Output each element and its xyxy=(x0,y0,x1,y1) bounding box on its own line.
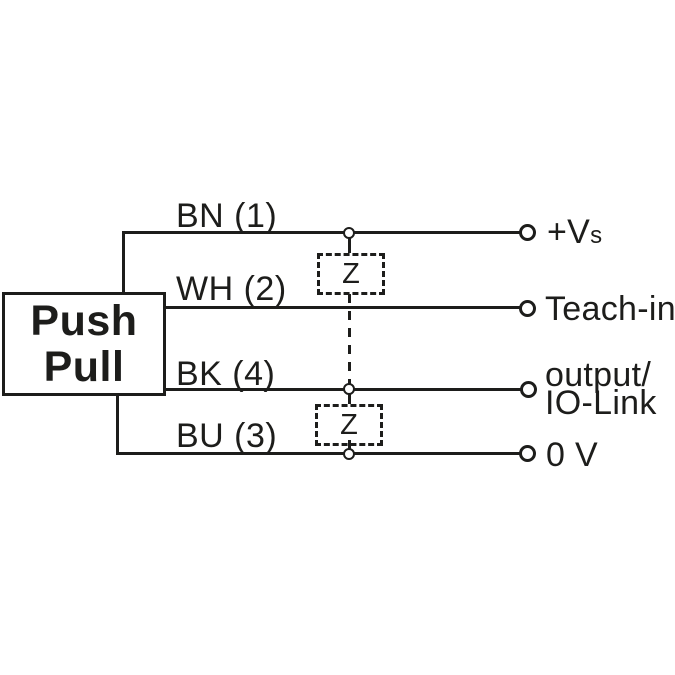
connector-box-to-bn xyxy=(122,231,125,295)
terminal-circle-output xyxy=(520,381,537,398)
connector-box-to-bu xyxy=(116,393,119,455)
protection-block-z1: Z xyxy=(317,253,385,295)
wire-bu xyxy=(116,452,520,455)
terminal-label-output-line1: output/ xyxy=(545,356,652,394)
terminal-label-output-line2: IO-Link xyxy=(545,384,657,422)
terminal-label-vs: +Vs xyxy=(547,214,602,254)
wire-label-bn: BN (1) xyxy=(176,197,278,235)
terminal-label-vs-sub: s xyxy=(590,222,603,249)
stub-z2-to-bu xyxy=(348,440,351,450)
push-pull-box: Push Pull xyxy=(2,292,166,396)
terminal-label-0v: 0 V xyxy=(546,436,598,474)
junction-dot-bk xyxy=(343,383,355,395)
wire-bk xyxy=(163,388,521,391)
terminal-circle-teach-in xyxy=(519,300,536,317)
z2-label: Z xyxy=(340,408,358,441)
terminal-circle-0v xyxy=(519,445,536,462)
push-pull-label-line2: Pull xyxy=(43,343,125,391)
dashed-line-z1-to-bk xyxy=(348,294,351,384)
wire-label-bu: BU (3) xyxy=(176,417,278,455)
wire-label-wh: WH (2) xyxy=(176,270,287,308)
stub-bn-to-z1 xyxy=(348,238,351,253)
push-pull-label-line1: Push xyxy=(30,297,138,345)
stub-bk-to-z2 xyxy=(348,394,351,404)
wire-bn xyxy=(122,231,520,234)
junction-dot-bu xyxy=(343,448,355,460)
wire-label-bk: BK (4) xyxy=(176,355,276,393)
wire-wh xyxy=(163,306,520,309)
terminal-label-teach-in: Teach-in xyxy=(545,290,675,328)
z1-label: Z xyxy=(342,257,360,290)
terminal-circle-vs xyxy=(519,224,536,241)
junction-dot-bn xyxy=(343,227,355,239)
terminal-label-output-iolink: output/ IO-Link xyxy=(545,356,657,422)
terminal-label-vs-main: +V xyxy=(547,213,591,251)
